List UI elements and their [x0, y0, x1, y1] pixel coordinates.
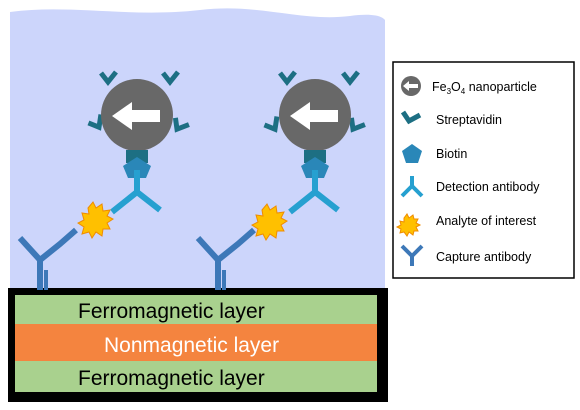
- analyte: [251, 203, 288, 241]
- detection-antibody-icon: [400, 176, 424, 198]
- ferromagnetic-layer-bottom: [15, 361, 377, 392]
- streptavidin-icon: [400, 110, 422, 125]
- arrow-left-circle-icon: [401, 76, 421, 96]
- legend-box: [392, 61, 575, 279]
- legend-biotin-label: Biotin: [436, 147, 467, 161]
- capture-antibody: [17, 227, 78, 290]
- ferromagnetic-layer-top-label: Ferromagnetic layer: [78, 300, 265, 323]
- ferromagnetic-layer-top: [15, 295, 377, 324]
- analyte: [77, 201, 114, 239]
- magnetization-arrow-icon: [112, 102, 160, 130]
- streptavidin: [304, 150, 326, 163]
- legend-biotin: Biotin: [402, 144, 467, 163]
- biotin: [301, 157, 329, 178]
- legend: Fe3O4 nanoparticle Streptavidin Biotin D…: [392, 61, 575, 279]
- nonmagnetic-layer-label: Nonmagnetic layer: [104, 334, 279, 357]
- sensor-stack: Ferromagnetic layer Nonmagnetic layer Fe…: [8, 288, 388, 402]
- legend-streptavidin: Streptavidin: [400, 110, 502, 127]
- fe3o4-nanoparticle: [279, 79, 351, 151]
- sandwich-assay-right: [195, 72, 365, 290]
- legend-analyte-label: Analyte of interest: [436, 214, 537, 228]
- sandwich-assay-left: [17, 72, 189, 290]
- legend-detection-antibody-label: Detection antibody: [436, 180, 540, 194]
- legend-analyte: Analyte of interest: [395, 213, 537, 237]
- nonmagnetic-layer: [15, 324, 377, 361]
- legend-capture-antibody-label: Capture antibody: [436, 250, 532, 264]
- legend-detection-antibody: Detection antibody: [400, 176, 540, 198]
- fe3o4-nanoparticle: [101, 79, 173, 151]
- detection-antibody: [110, 170, 162, 215]
- ferromagnetic-layer-bottom-label: Ferromagnetic layer: [78, 367, 265, 390]
- legend-nanoparticle-label: Fe3O4 nanoparticle: [432, 80, 537, 96]
- capture-antibody-icon: [400, 244, 424, 266]
- starburst-icon: [395, 213, 422, 237]
- liquid-medium: [10, 8, 385, 291]
- magnetization-arrow-icon: [290, 102, 338, 130]
- legend-nanoparticle: Fe3O4 nanoparticle: [401, 76, 537, 96]
- streptavidin: [126, 150, 148, 163]
- biotin: [123, 157, 151, 178]
- capture-antibody: [195, 227, 256, 290]
- detection-antibody: [288, 170, 340, 215]
- legend-capture-antibody: Capture antibody: [400, 244, 532, 266]
- pentagon-icon: [402, 144, 422, 163]
- legend-streptavidin-label: Streptavidin: [436, 113, 502, 127]
